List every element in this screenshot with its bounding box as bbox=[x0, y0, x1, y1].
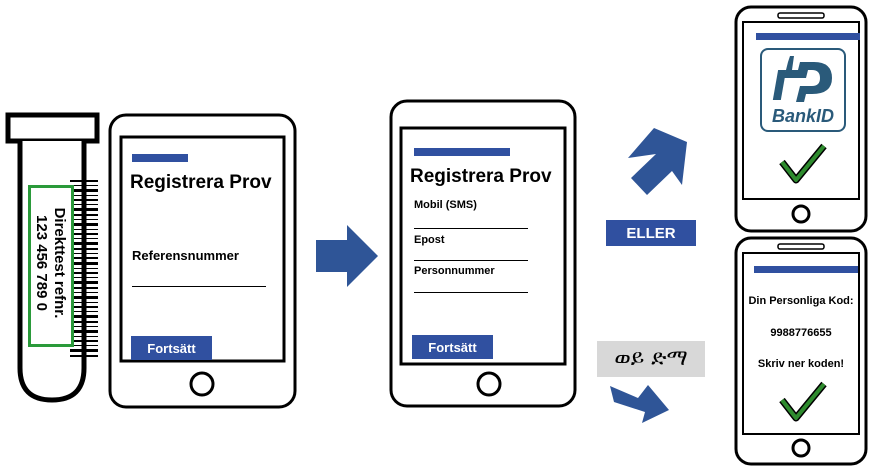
write-down-instruction: Skriv ner koden! bbox=[757, 358, 845, 370]
phone-1-field-line bbox=[132, 286, 266, 287]
phone-2-field-mobile: Mobil (SMS) bbox=[414, 199, 477, 211]
phone-2-continue-button[interactable]: Fortsätt bbox=[412, 335, 493, 359]
phone-2-title: Registrera Prov bbox=[410, 166, 552, 187]
or-label: ELLER bbox=[606, 220, 696, 246]
bankid-logo-icon bbox=[760, 48, 846, 132]
phone-2-field-email: Epost bbox=[414, 234, 445, 246]
phone-2-line-mobile bbox=[414, 228, 528, 229]
phone-4-header-bar bbox=[754, 266, 858, 273]
personal-code-value: 9988776655 bbox=[770, 327, 832, 339]
phone-2-header-bar bbox=[414, 148, 510, 156]
phone-1-continue-button[interactable]: Fortsätt bbox=[131, 336, 212, 360]
phone-1-title: Registrera Prov bbox=[130, 172, 272, 193]
tube-label bbox=[28, 185, 74, 347]
phone-1-field-label: Referensnummer bbox=[132, 248, 239, 263]
sms-label: ወይ ድማ bbox=[597, 341, 705, 377]
phone-1-header-bar bbox=[132, 154, 188, 162]
checkmark-icon bbox=[779, 381, 827, 422]
barcode-icon bbox=[70, 180, 98, 357]
phone-2-line-ssn bbox=[414, 292, 528, 293]
bankid-logo-text: BankID bbox=[771, 106, 834, 126]
phone-2-field-ssn: Personnummer bbox=[414, 265, 495, 277]
phone-3-header-bar bbox=[756, 33, 860, 40]
phone-2-line-email bbox=[414, 260, 528, 261]
checkmark-icon bbox=[779, 143, 827, 184]
personal-code-label: Din Personliga Kod: bbox=[748, 295, 854, 307]
